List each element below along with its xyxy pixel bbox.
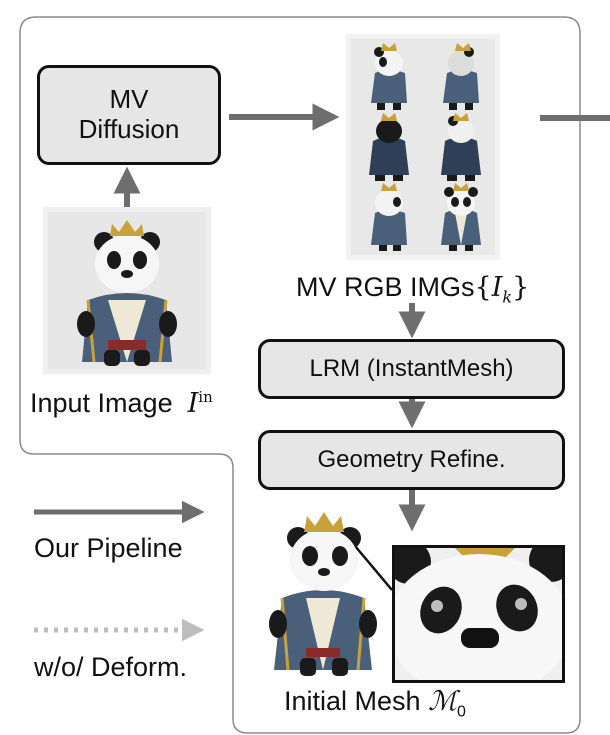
initial-mesh-label: Initial Mesh ℳ0 (284, 686, 466, 721)
panda-face-zoom-icon (395, 548, 562, 680)
initial-mesh-render (252, 500, 394, 682)
zoom-callout-line (354, 545, 393, 591)
lrm-label: LRM (InstantMesh) (309, 355, 514, 383)
panda-mesh-icon (269, 512, 377, 676)
panda-input-image-icon (48, 212, 206, 369)
lrm-node: LRM (InstantMesh) (258, 339, 565, 399)
input-image-label: Input Image Iin (30, 388, 213, 419)
legend-solid-label: Our Pipeline (34, 533, 183, 563)
geometry-refine-label: Geometry Refine. (317, 446, 506, 474)
mv-rgb-images (346, 34, 500, 260)
input-image (43, 207, 211, 374)
mv-diffusion-line2: Diffusion (78, 114, 180, 144)
panda-face-zoom (392, 545, 565, 683)
legend-dotted-label: w/o/ Deform. (34, 652, 188, 682)
mv-diffusion-line1: MV (109, 84, 149, 115)
geometry-refine-node: Geometry Refine. (258, 430, 565, 490)
mv-diffusion-node: MV Diffusion (37, 65, 221, 165)
mv-rgb-label: MV RGB IMGs{Ik} (296, 272, 530, 307)
multiview-panda-grid-icon (351, 39, 495, 255)
pipeline-region-outline (19, 16, 581, 734)
